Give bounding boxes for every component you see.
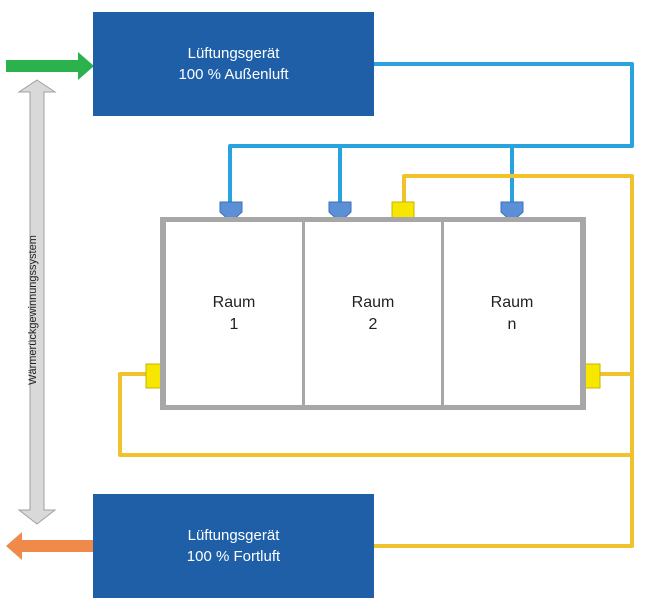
heat-recovery-label: Wärmerückgewinnungssystem xyxy=(27,235,39,385)
room-1: Raum 1 xyxy=(166,222,302,405)
room-label: Raum xyxy=(351,293,395,311)
room-label: Raum xyxy=(490,293,534,311)
rooms-block: Raum 1 Raum 2 Raum n xyxy=(160,217,586,410)
room-number: 2 xyxy=(368,315,378,333)
room-number: 1 xyxy=(229,315,239,333)
heat-recovery-arrow xyxy=(17,79,57,525)
unit-top-subtitle: 100 % Außenluft xyxy=(178,66,289,83)
exhaust-air-ducts xyxy=(118,174,634,548)
unit-top-title: Lüftungsgerät xyxy=(187,45,280,62)
room-n: Raum n xyxy=(444,222,580,405)
ventilation-unit-exhaust-air: Lüftungsgerät 100 % Fortluft xyxy=(93,494,374,598)
room-2: Raum 2 xyxy=(305,222,441,405)
exhaust-air-outlet-arrow xyxy=(6,532,93,560)
outside-air-inlet-arrow xyxy=(6,52,94,80)
room-label: Raum xyxy=(212,293,256,311)
ventilation-unit-outside-air: Lüftungsgerät 100 % Außenluft xyxy=(93,12,374,116)
unit-bottom-title: Lüftungsgerät xyxy=(187,527,280,544)
unit-bottom-subtitle: 100 % Fortluft xyxy=(186,548,281,565)
room-number: n xyxy=(507,315,517,333)
